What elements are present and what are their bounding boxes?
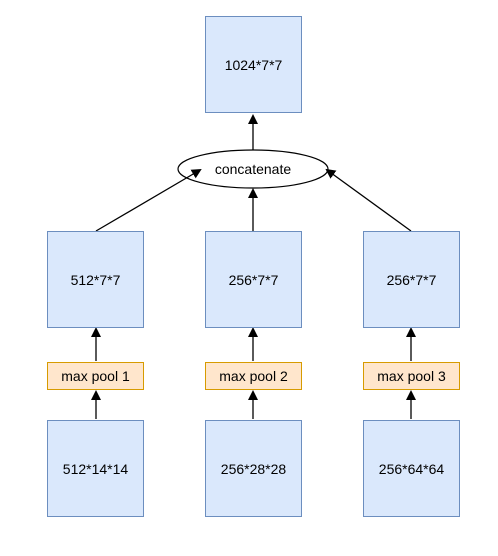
input-node-2: 256*28*28 [205,420,302,517]
input-node-1: 512*14*14 [47,420,144,517]
input-node-3: 256*64*64 [363,420,460,517]
output-node: 1024*7*7 [205,16,302,113]
concatenate-label: concatenate [214,161,292,177]
pooled-node-1-label: 512*7*7 [70,271,121,288]
pooled-node-1: 512*7*7 [47,231,144,328]
pooled-node-2: 256*7*7 [205,231,302,328]
output-node-label: 1024*7*7 [224,56,283,73]
max-pool-3: max pool 3 [363,362,460,390]
concatenate-node: concatenate [178,150,328,188]
pooled-node-2-label: 256*7*7 [228,271,279,288]
input-node-1-label: 512*14*14 [62,460,129,477]
max-pool-1-label: max pool 1 [61,368,130,384]
max-pool-3-label: max pool 3 [377,368,446,384]
input-node-3-label: 256*64*64 [378,460,445,477]
pooled-node-3: 256*7*7 [363,231,460,328]
max-pool-1: max pool 1 [47,362,144,390]
pooled-node-3-label: 256*7*7 [386,271,437,288]
max-pool-2-label: max pool 2 [219,368,288,384]
input-node-2-label: 256*28*28 [220,460,287,477]
edge-branch1-to-concatenate [95,168,202,232]
max-pool-2: max pool 2 [205,362,302,390]
edge-branch3-to-concatenate [325,168,412,232]
